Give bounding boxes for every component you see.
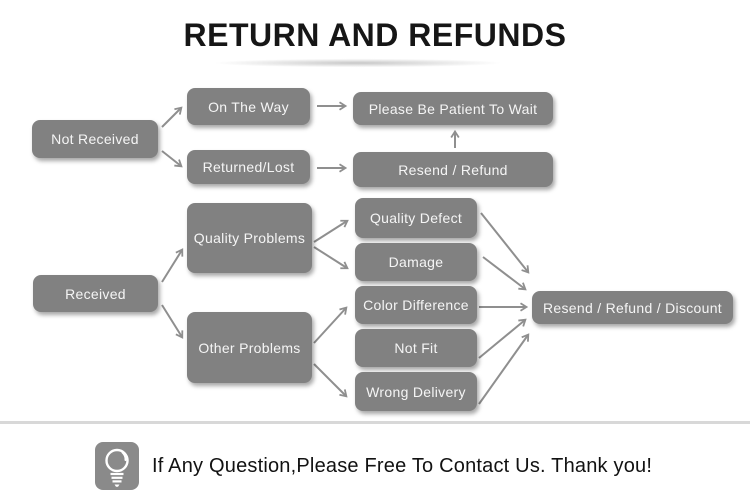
node-damage: Damage — [355, 243, 477, 281]
page-title: RETURN AND REFUNDS — [183, 17, 567, 53]
node-quality-problems: Quality Problems — [187, 203, 312, 273]
arrow-quality-problems-to-damage — [313, 246, 349, 270]
arrow-not-received-to-returned-lost — [161, 150, 183, 168]
arrow-wrong-delivery-to-discount — [478, 333, 530, 405]
node-returned-lost: Returned/Lost — [187, 150, 310, 184]
node-wrong-delivery: Wrong Delivery — [355, 372, 477, 411]
arrow-other-problems-to-color-difference — [313, 306, 348, 344]
arrow-received-to-quality-problems — [161, 248, 184, 283]
footer-message: If Any Question,Please Free To Contact U… — [152, 454, 653, 477]
node-please-be-patient: Please Be Patient To Wait — [353, 92, 553, 125]
lightbulb-icon — [95, 442, 139, 490]
title-underline-shadow — [158, 57, 558, 69]
node-other-problems: Other Problems — [187, 312, 312, 383]
node-received: Received — [33, 275, 158, 312]
arrow-quality-defect-to-discount — [480, 212, 530, 274]
node-color-difference: Color Difference — [355, 286, 477, 324]
footer-divider — [0, 421, 750, 424]
arrow-not-fit-to-discount — [478, 318, 527, 359]
arrow-damage-to-discount — [482, 256, 527, 291]
arrow-received-to-other-problems — [161, 304, 184, 339]
footer-contact: If Any Question,Please Free To Contact U… — [95, 440, 715, 492]
node-not-fit: Not Fit — [355, 329, 477, 367]
node-not-received: Not Received — [32, 120, 158, 158]
node-resend-refund: Resend / Refund — [353, 152, 553, 187]
arrow-other-problems-to-wrong-delivery — [313, 363, 348, 398]
node-resend-refund-discount: Resend / Refund / Discount — [532, 291, 733, 324]
arrow-not-received-to-on-the-way — [161, 106, 183, 128]
arrow-quality-problems-to-quality-defect — [313, 219, 349, 243]
node-on-the-way: On The Way — [187, 88, 310, 125]
node-quality-defect: Quality Defect — [355, 198, 477, 238]
